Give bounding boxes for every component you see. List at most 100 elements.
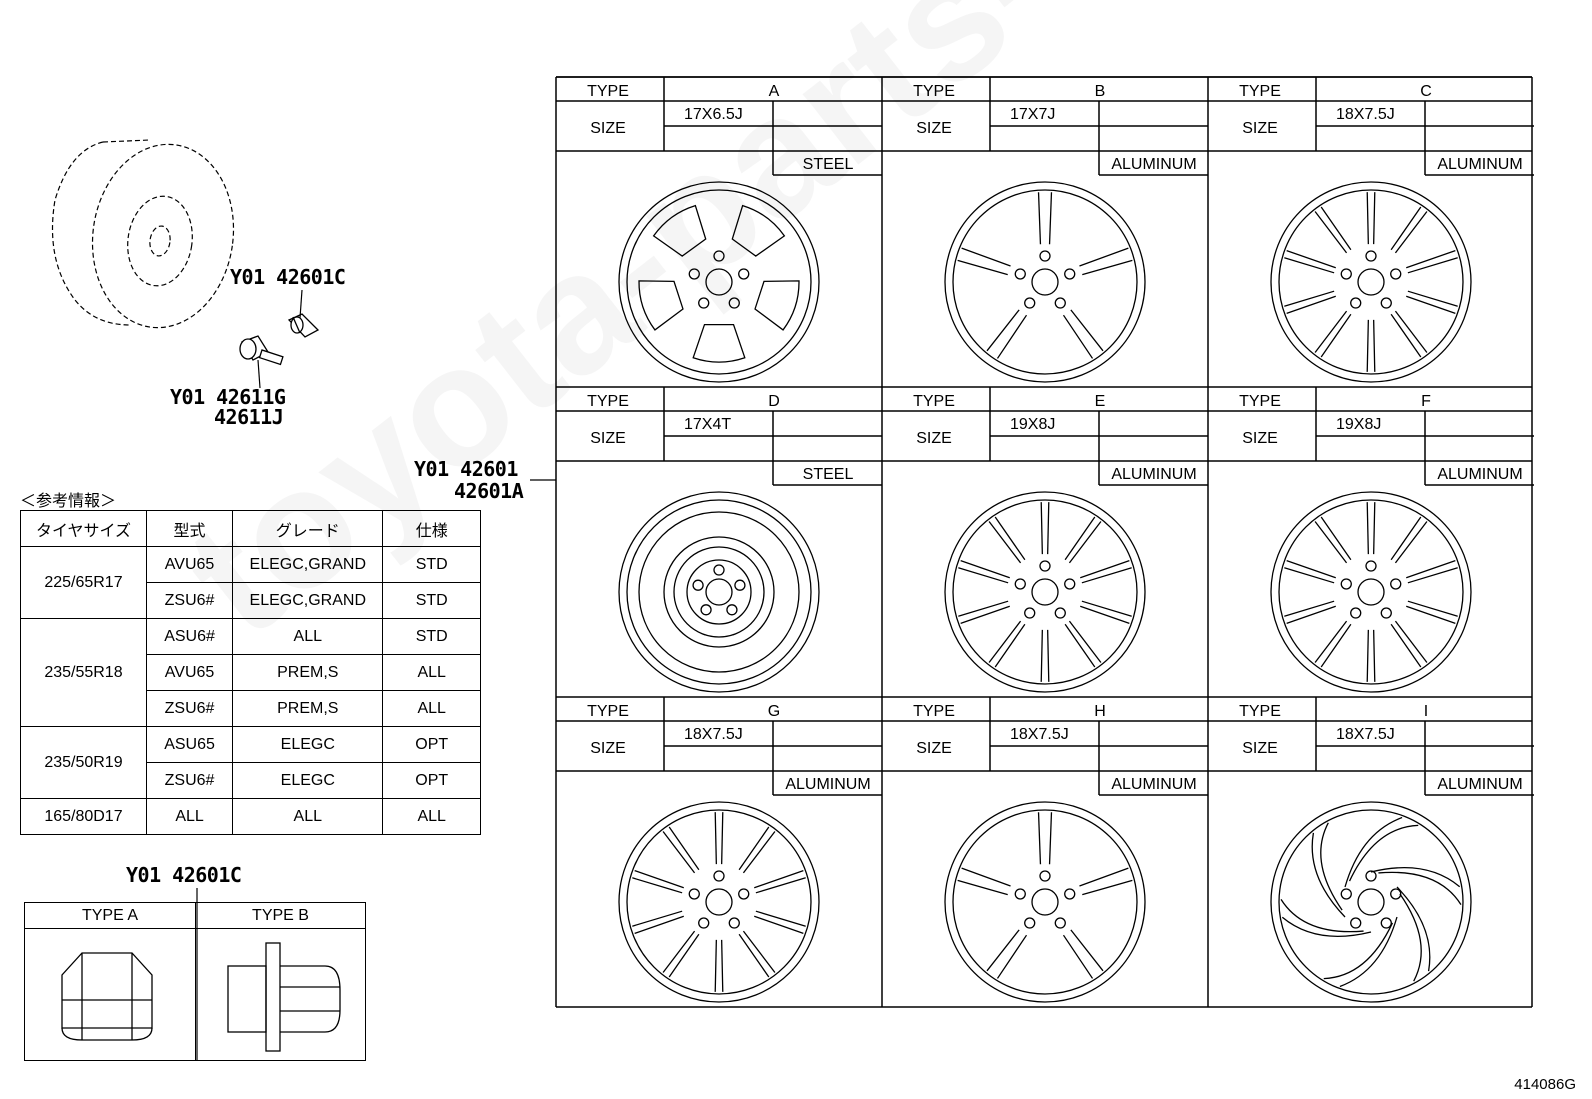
valve-stem-illustration bbox=[239, 335, 284, 366]
wheel-material: STEEL bbox=[803, 156, 854, 173]
wheel-size: 17X7J bbox=[1010, 106, 1055, 123]
wheel-type-I: I bbox=[1424, 703, 1428, 720]
ref-header-0: タイヤサイズ bbox=[20, 510, 147, 547]
ref-cell: ASU65 bbox=[145, 726, 234, 763]
ref-cell: STD bbox=[382, 582, 481, 619]
tire-size: 225/65R17 bbox=[20, 546, 147, 619]
ref-header-3: 仕様 bbox=[382, 510, 481, 547]
ref-cell: ALL bbox=[145, 798, 234, 835]
wheel-drawing-H bbox=[944, 801, 1146, 1003]
type-label: TYPE bbox=[587, 703, 629, 720]
wheel-drawing-E bbox=[944, 491, 1146, 693]
type-label: TYPE bbox=[1239, 393, 1281, 410]
type-label: TYPE bbox=[913, 703, 955, 720]
wheel-drawing-B bbox=[944, 181, 1146, 383]
type-label: TYPE bbox=[587, 393, 629, 410]
wheel-type-G: G bbox=[768, 703, 780, 720]
ref-cell: AVU65 bbox=[145, 546, 234, 583]
type-label: TYPE bbox=[1239, 703, 1281, 720]
ref-cell: OPT bbox=[382, 762, 481, 799]
size-label: SIZE bbox=[916, 120, 952, 137]
wheel-material: ALUMINUM bbox=[785, 776, 870, 793]
wheel-type-C: C bbox=[1420, 83, 1432, 100]
ref-cell: ALL bbox=[232, 798, 384, 835]
wheel-size: 17X4T bbox=[684, 416, 731, 433]
ref-cell: STD bbox=[382, 546, 481, 583]
ref-cell: ELEGC,GRAND bbox=[232, 582, 384, 619]
ref-cell: OPT bbox=[382, 726, 481, 763]
lug-nut-illustration bbox=[287, 313, 320, 338]
wheel-size: 19X8J bbox=[1336, 416, 1381, 433]
tire-size: 235/50R19 bbox=[20, 726, 147, 799]
ref-header-1: 型式 bbox=[145, 510, 234, 547]
document-number: 414086G bbox=[1514, 1076, 1576, 1093]
ref-cell: PREM,S bbox=[232, 654, 384, 691]
ref-cell: ZSU6# bbox=[145, 690, 234, 727]
lug-nut-part-number-bottom: Y01 42601C bbox=[126, 863, 242, 887]
nut-type-b-label: TYPE B bbox=[195, 902, 366, 929]
wheel-size: 18X7.5J bbox=[684, 726, 743, 743]
ref-cell: ALL bbox=[382, 690, 481, 727]
size-label: SIZE bbox=[1242, 430, 1278, 447]
wheel-size: 17X6.5J bbox=[684, 106, 743, 123]
ref-info-title: ＜参考情報＞ bbox=[20, 493, 117, 510]
wheel-material: STEEL bbox=[803, 466, 854, 483]
ref-cell: ELEGC bbox=[232, 762, 384, 799]
wheel-part-number: Y01 42601 bbox=[414, 457, 518, 481]
size-label: SIZE bbox=[1242, 120, 1278, 137]
type-label: TYPE bbox=[913, 393, 955, 410]
wheel-type-A: A bbox=[769, 83, 780, 100]
wheel-type-E: E bbox=[1095, 393, 1106, 410]
wheel-size: 18X7.5J bbox=[1336, 106, 1395, 123]
ref-cell: ZSU6# bbox=[145, 582, 234, 619]
valve-alt-part-number: 42611J bbox=[214, 405, 284, 429]
size-label: SIZE bbox=[590, 120, 626, 137]
size-label: SIZE bbox=[916, 740, 952, 757]
ref-cell: ALL bbox=[382, 654, 481, 691]
wheel-drawing-A bbox=[618, 181, 820, 383]
size-label: SIZE bbox=[916, 430, 952, 447]
wheel-material: ALUMINUM bbox=[1437, 776, 1522, 793]
wheel-size: 18X7.5J bbox=[1010, 726, 1069, 743]
wheel-drawing-F bbox=[1270, 491, 1472, 693]
wheel-drawing-I bbox=[1270, 801, 1472, 1003]
ref-cell: ELEGC,GRAND bbox=[232, 546, 384, 583]
type-label: TYPE bbox=[587, 83, 629, 100]
tire-size: 235/55R18 bbox=[20, 618, 147, 727]
size-label: SIZE bbox=[1242, 740, 1278, 757]
wheel-size: 19X8J bbox=[1010, 416, 1055, 433]
wheel-drawing-C bbox=[1270, 181, 1472, 383]
lug-nut-part-number: Y01 42601C bbox=[230, 265, 346, 289]
tire-size: 165/80D17 bbox=[20, 798, 147, 835]
ref-cell: AVU65 bbox=[145, 654, 234, 691]
wheel-type-H: H bbox=[1094, 703, 1106, 720]
valve-part-number: Y01 42611G bbox=[170, 385, 286, 409]
size-label: SIZE bbox=[590, 740, 626, 757]
ref-cell: ALL bbox=[382, 798, 481, 835]
wheel-alt-part-number: 42601A bbox=[454, 479, 524, 503]
ref-header-2: グレード bbox=[232, 510, 384, 547]
wheel-size: 18X7.5J bbox=[1336, 726, 1395, 743]
nut-type-a-label: TYPE A bbox=[24, 902, 196, 929]
ref-cell: PREM,S bbox=[232, 690, 384, 727]
wheel-type-D: D bbox=[768, 393, 780, 410]
type-label: TYPE bbox=[913, 83, 955, 100]
wheel-type-F: F bbox=[1421, 393, 1431, 410]
wheel-drawing-D bbox=[618, 491, 820, 693]
ref-cell: STD bbox=[382, 618, 481, 655]
ref-cell: ELEGC bbox=[232, 726, 384, 763]
wheel-material: ALUMINUM bbox=[1111, 156, 1196, 173]
wheel-material: ALUMINUM bbox=[1437, 466, 1522, 483]
type-label: TYPE bbox=[1239, 83, 1281, 100]
size-label: SIZE bbox=[590, 430, 626, 447]
wheel-material: ALUMINUM bbox=[1111, 466, 1196, 483]
ref-cell: ASU6# bbox=[145, 618, 234, 655]
wheel-drawing-G bbox=[618, 801, 820, 1003]
ref-cell: ALL bbox=[232, 618, 384, 655]
nut-types-table: TYPE A TYPE B bbox=[24, 902, 366, 1061]
wheel-assembly-illustration bbox=[51, 139, 235, 329]
ref-cell: ZSU6# bbox=[145, 762, 234, 799]
wheel-material: ALUMINUM bbox=[1437, 156, 1522, 173]
